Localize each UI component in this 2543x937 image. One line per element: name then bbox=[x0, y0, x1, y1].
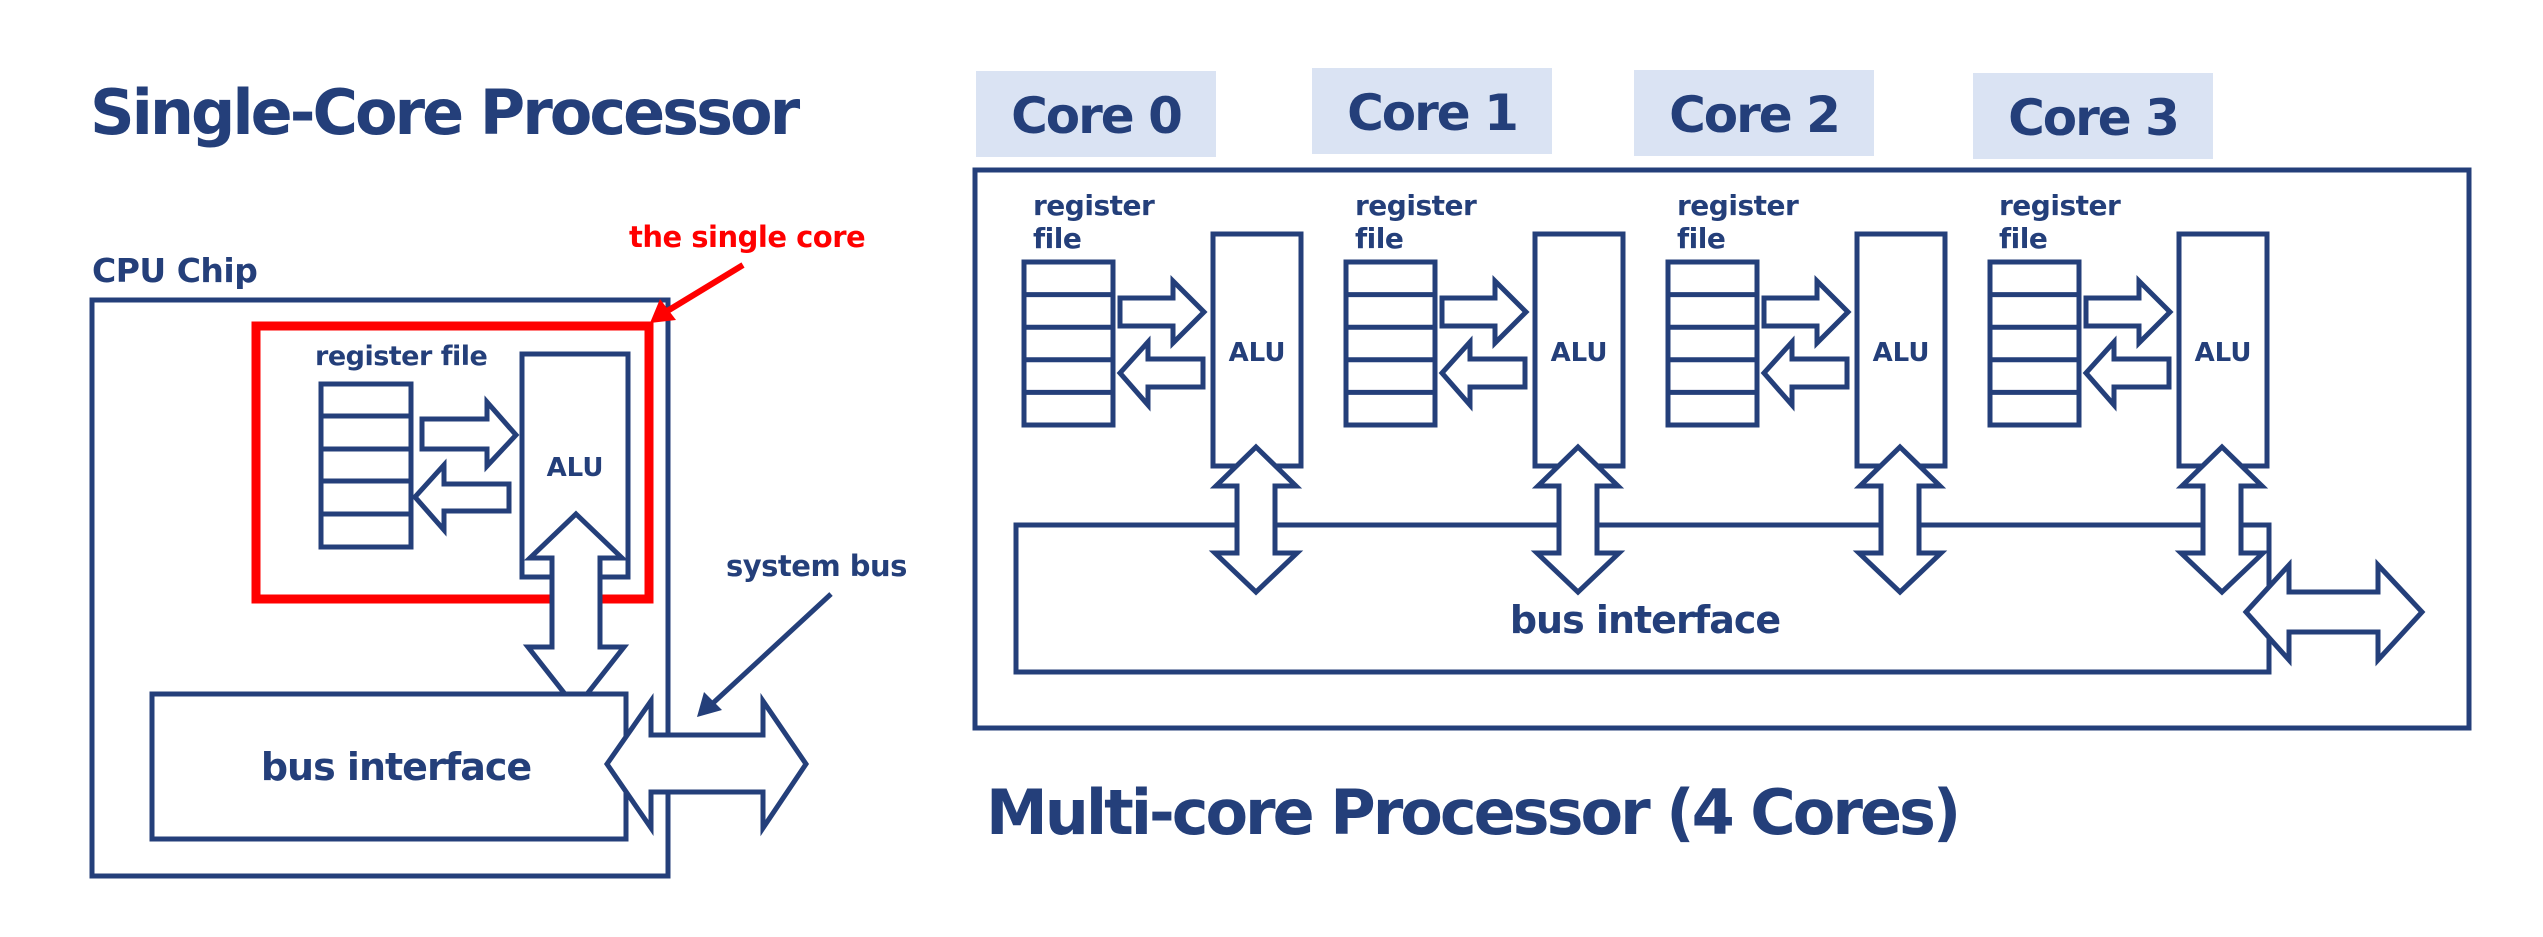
core-label-bg bbox=[1973, 73, 2213, 159]
single-register-file-label: register file bbox=[315, 341, 487, 372]
single-alu-label: ALU bbox=[547, 453, 604, 483]
arrow-right-icon bbox=[1117, 274, 1208, 350]
single-core-highlight bbox=[251, 321, 654, 604]
register-label-line2: file bbox=[1999, 222, 2047, 255]
multi-bus-interface-label: bus interface bbox=[1510, 598, 1780, 642]
arrow-left-icon bbox=[411, 458, 512, 537]
multi-system-bus-double-arrow-icon bbox=[2242, 558, 2426, 667]
alu-box bbox=[1532, 231, 1626, 469]
cores: registerfileALUregisterfileALUregisterfi… bbox=[1021, 189, 2270, 596]
cpu-chip-label: CPU Chip bbox=[92, 251, 257, 290]
alu-box bbox=[1210, 231, 1304, 469]
arrow-right-icon bbox=[1439, 274, 1530, 350]
core-label-text: Core 0 bbox=[1011, 87, 1181, 145]
core-label-0: Core 0 bbox=[976, 71, 1216, 157]
vertical-double-arrow-icon bbox=[1208, 443, 1304, 596]
alu-label: ALU bbox=[1873, 338, 1930, 368]
single-core-callout: the single core bbox=[629, 220, 865, 254]
core-label-text: Core 1 bbox=[1347, 84, 1517, 142]
vertical-double-arrow-icon bbox=[1852, 443, 1948, 596]
register-label-line1: register bbox=[1355, 189, 1477, 222]
core-label-3: Core 3 bbox=[1973, 73, 2213, 159]
alu-label: ALU bbox=[1551, 338, 1608, 368]
single-bus-interface-label: bus interface bbox=[261, 745, 531, 789]
multi-bus-interface-box bbox=[1013, 522, 2272, 675]
multi-core-chip-box bbox=[972, 167, 2472, 731]
vertical-double-arrow-icon bbox=[522, 510, 630, 713]
register-label-line2: file bbox=[1355, 222, 1403, 255]
register-label-line2: file bbox=[1033, 222, 1081, 255]
system-bus-label: system bus bbox=[726, 549, 907, 583]
arrow-left-icon bbox=[1116, 335, 1206, 412]
register-file-box bbox=[1987, 259, 2082, 428]
core-label-text: Core 3 bbox=[2008, 89, 2178, 147]
core-label-bg bbox=[1634, 70, 1874, 156]
register-file-box bbox=[1665, 259, 1760, 428]
register-label-line1: register bbox=[1999, 189, 2121, 222]
callout-arrow-icon bbox=[650, 262, 745, 323]
alu-label: ALU bbox=[1229, 338, 1286, 368]
single-register-file bbox=[318, 381, 414, 550]
system-bus-double-arrow-icon bbox=[603, 692, 810, 837]
arrow-right-icon bbox=[2083, 274, 2174, 350]
alu-box bbox=[2176, 231, 2270, 469]
vertical-double-arrow-icon bbox=[1530, 443, 1626, 596]
register-file-box bbox=[1343, 259, 1438, 428]
arrow-right-icon bbox=[1761, 274, 1852, 350]
register-label-line2: file bbox=[1677, 222, 1725, 255]
register-file bbox=[1987, 259, 2082, 428]
register-label-line1: register bbox=[1033, 189, 1155, 222]
alu-box bbox=[1854, 231, 1948, 469]
vertical-double-arrow-icon bbox=[2174, 443, 2270, 596]
arrow-left-icon bbox=[2082, 335, 2172, 412]
multi-core-title: Multi-core Processor (4 Cores) bbox=[986, 776, 1958, 849]
arrow-right-icon bbox=[419, 395, 520, 473]
register-file bbox=[1343, 259, 1438, 428]
register-file-box bbox=[318, 381, 414, 550]
system-bus-pointer-icon bbox=[697, 592, 833, 717]
arrow-left-icon bbox=[1760, 335, 1850, 412]
cpu-chip-box bbox=[89, 297, 671, 879]
core-label-1: Core 1 bbox=[1312, 68, 1552, 154]
single-bus-interface-box bbox=[149, 691, 629, 842]
core-label-bg bbox=[1312, 68, 1552, 154]
core-label-text: Core 2 bbox=[1669, 86, 1839, 144]
alu-label: ALU bbox=[2195, 338, 2252, 368]
register-file-box bbox=[1021, 259, 1116, 428]
core-label-bg bbox=[976, 71, 1216, 157]
arrow-left-icon bbox=[1438, 335, 1528, 412]
core-labels: Core 0 Core 1 Core 2 Core 3 bbox=[976, 68, 2213, 159]
multi-core-diagram: Core 0 Core 1 Core 2 Core 3 bus interface r… bbox=[972, 68, 2472, 849]
single-core-diagram: Single-Core Processor CPU Chip the singl… bbox=[89, 76, 907, 879]
register-file bbox=[1665, 259, 1760, 428]
register-file bbox=[1021, 259, 1116, 428]
core-label-2: Core 2 bbox=[1634, 70, 1874, 156]
single-core-title: Single-Core Processor bbox=[90, 76, 801, 149]
register-label-line1: register bbox=[1677, 189, 1799, 222]
